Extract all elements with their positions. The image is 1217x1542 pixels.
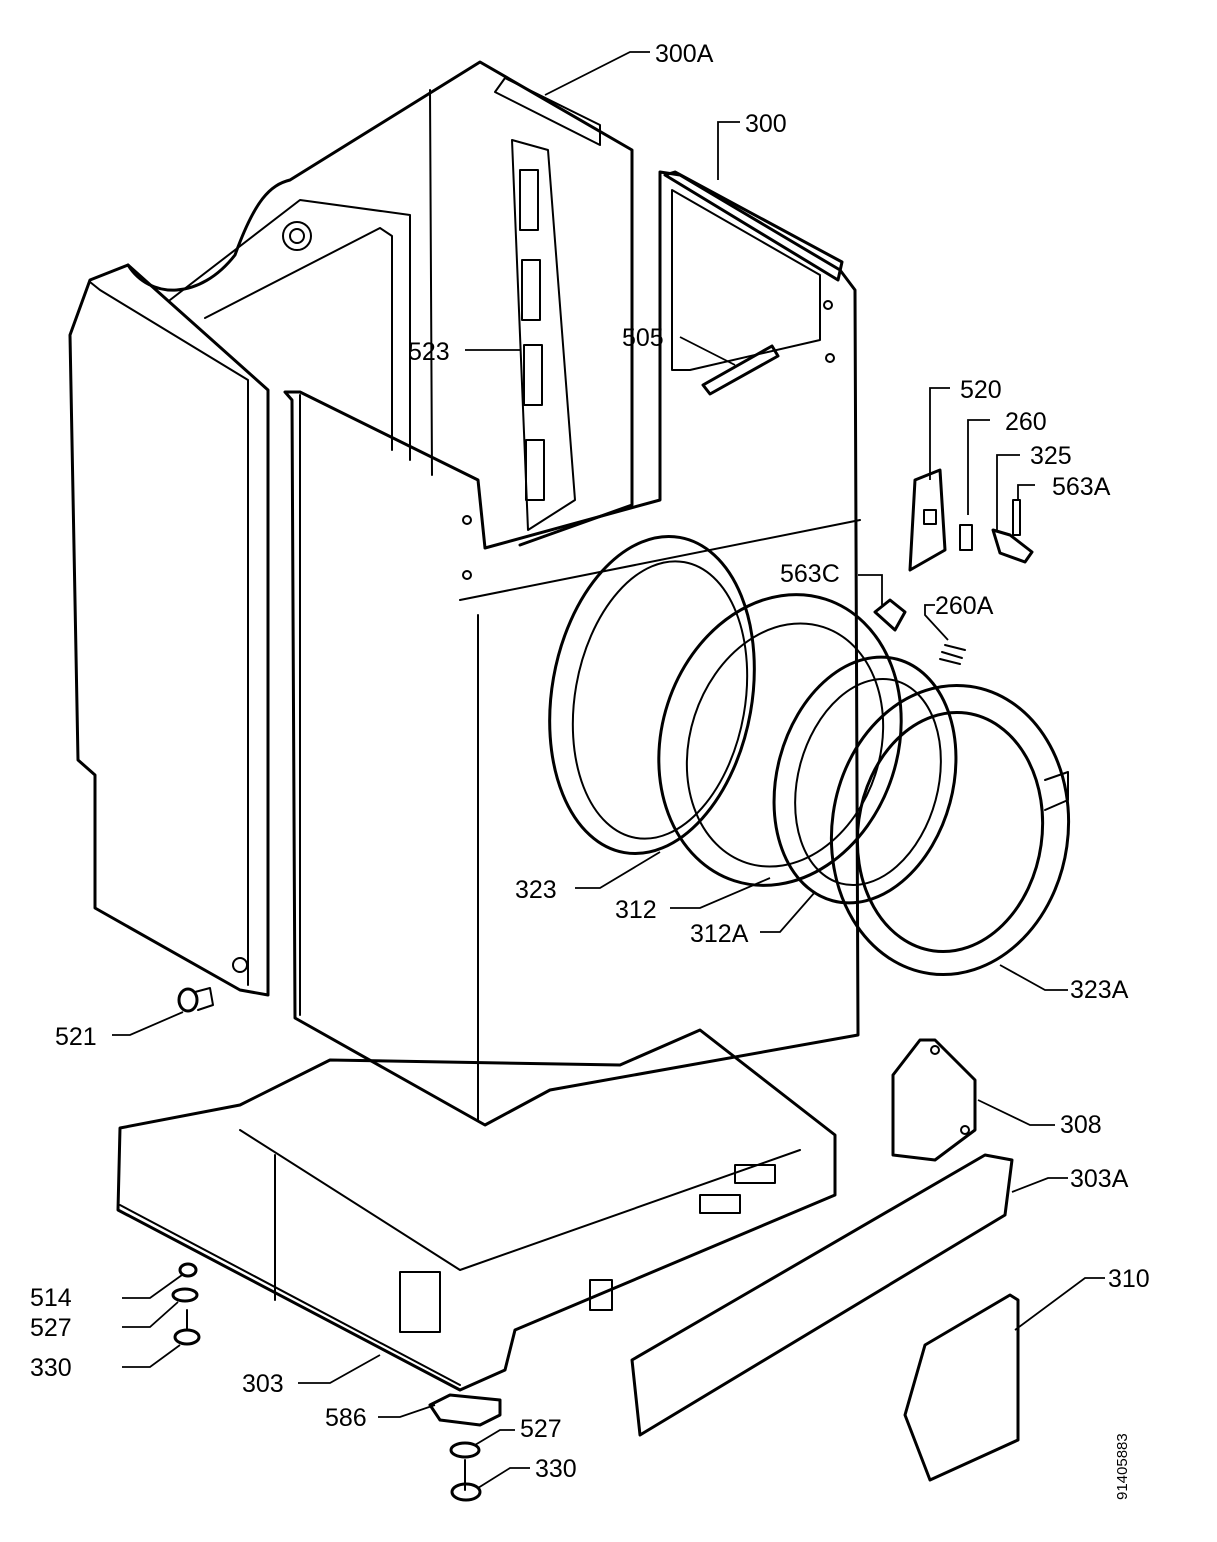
label-312a: 312A	[690, 920, 749, 948]
label-330-left: 330	[30, 1354, 72, 1382]
front-panel	[283, 170, 861, 1127]
base-frame	[116, 1028, 837, 1392]
hinge	[891, 1038, 977, 1162]
door-seal-ring	[657, 593, 903, 887]
label-260: 260	[1005, 408, 1047, 436]
label-586: 586	[325, 1404, 367, 1432]
label-523: 523	[408, 338, 450, 366]
bottom-foot-assembly	[428, 1393, 502, 1502]
rod	[701, 344, 780, 396]
label-323: 323	[515, 876, 557, 904]
trim-strip	[630, 1153, 1014, 1437]
part-labels: 300A 300 523 505 520 260 325 563A 563C 2…	[30, 40, 1150, 1483]
label-330-bottom: 330	[535, 1455, 577, 1483]
label-505: 505	[622, 324, 664, 352]
label-312: 312	[615, 896, 657, 924]
door-ring	[829, 683, 1071, 977]
label-325: 325	[1030, 442, 1072, 470]
screw-521	[177, 987, 214, 1013]
label-527-bottom: 527	[520, 1415, 562, 1443]
label-308: 308	[1060, 1111, 1102, 1139]
label-303a: 303A	[1070, 1165, 1129, 1193]
door-opening	[548, 534, 756, 856]
label-303: 303	[242, 1370, 284, 1398]
label-521: 521	[55, 1023, 97, 1051]
label-260a: 260A	[935, 592, 994, 620]
door-lock-parts	[908, 468, 1034, 572]
label-563c: 563C	[780, 560, 840, 588]
left-foot-assembly	[171, 1262, 201, 1346]
label-527-left: 527	[30, 1314, 72, 1342]
label-563a: 563A	[1052, 473, 1111, 501]
leader-lines	[112, 51, 1105, 1489]
filter-lid	[903, 1293, 1020, 1482]
label-310: 310	[1108, 1265, 1150, 1293]
label-514: 514	[30, 1284, 72, 1312]
label-300a: 300A	[655, 40, 714, 68]
screw-and-spring	[873, 598, 966, 665]
label-300: 300	[745, 110, 787, 138]
label-323a: 323A	[1070, 976, 1129, 1004]
support-strip	[511, 139, 576, 531]
cabinet-frame	[126, 60, 634, 547]
label-520: 520	[960, 376, 1002, 404]
drawing-code: 91405883	[1114, 1433, 1131, 1500]
inner-ring	[772, 655, 958, 905]
left-side-panel	[68, 263, 270, 997]
top-rail	[663, 170, 844, 282]
